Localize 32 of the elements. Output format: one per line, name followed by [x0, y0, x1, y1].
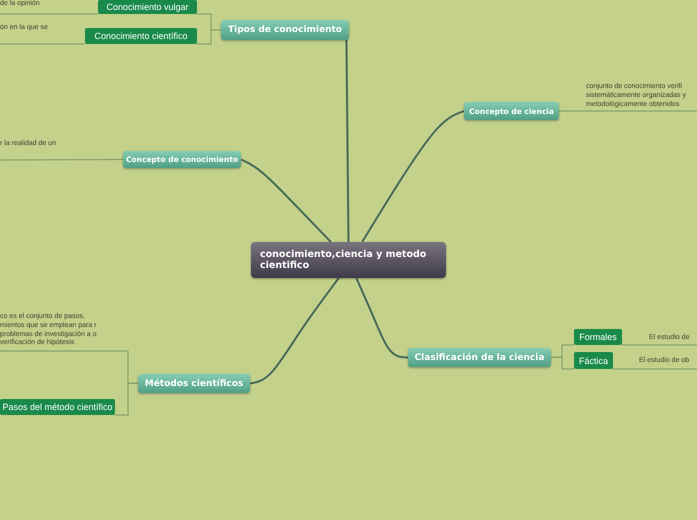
topic-text: Métodos científicos	[144, 378, 244, 388]
subtopic-text: Conocimiento científico	[94, 31, 188, 41]
subtopic-text: Pasos del método científico	[2, 402, 113, 412]
central-topic-box	[251, 242, 446, 278]
subtopic-box	[574, 329, 622, 345]
topic-box	[408, 348, 551, 367]
subtopic-text: Conocimiento vulgar	[106, 2, 189, 12]
branch-line	[345, 40, 350, 242]
branch-line	[550, 356, 574, 370]
branch-line	[0, 350, 138, 384]
topic-box	[138, 374, 250, 393]
subtopic-box	[85, 28, 197, 44]
branch-line	[355, 278, 408, 358]
branch-line	[240, 158, 332, 243]
subtopic-box	[98, 0, 197, 14]
subtopic-text: Formales	[579, 332, 617, 342]
topic-text: Tipos de conocimiento	[228, 25, 342, 35]
branch-line	[558, 110, 697, 112]
topic-text: Clasificación de la ciencia	[414, 352, 544, 362]
topic-box	[221, 20, 349, 40]
branch-line	[612, 368, 697, 370]
central-topic-text: conocimiento,ciencia y metodo cientifico	[260, 248, 428, 272]
branch-line	[196, 30, 222, 44]
topic-box	[123, 151, 241, 168]
branch-line	[250, 277, 340, 384]
branch-line	[0, 159, 124, 160]
topic-box	[464, 102, 559, 120]
subtopic-box	[0, 399, 115, 415]
branch-line	[622, 344, 697, 346]
subtopic-box	[574, 352, 613, 369]
subtopic-text: Fáctica	[578, 356, 608, 366]
branch-line	[361, 110, 464, 243]
